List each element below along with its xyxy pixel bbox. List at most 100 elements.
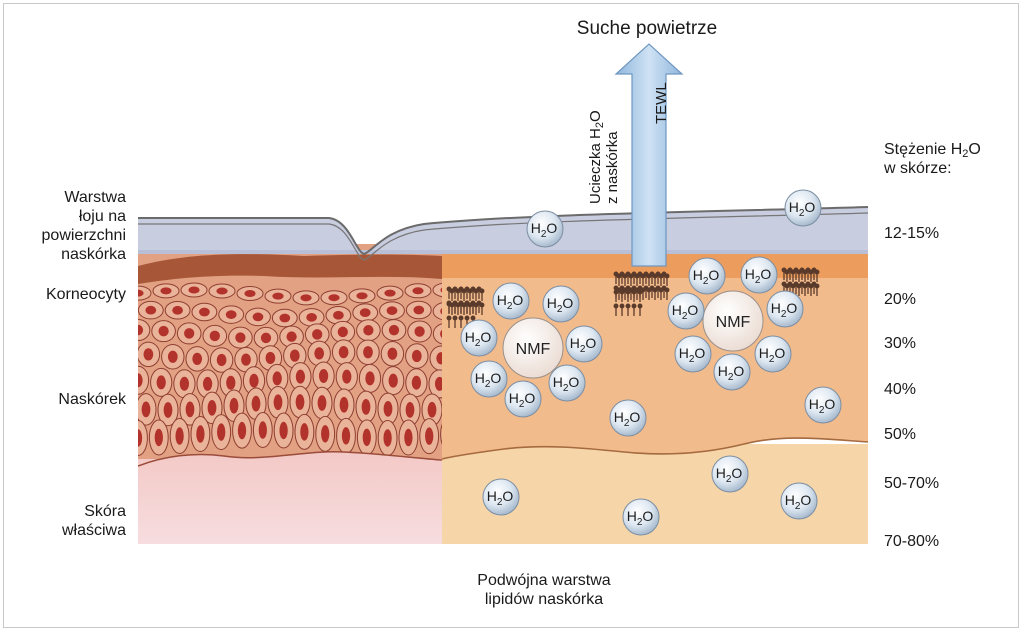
- lipid-bilayer: [446, 267, 820, 328]
- lipid-head: [464, 301, 470, 307]
- water-molecule-label: H2O: [672, 302, 699, 322]
- epidermal-cell: [432, 282, 442, 298]
- water-molecule-circle: [460, 319, 498, 357]
- cell-nucleus: [289, 349, 300, 362]
- cell-nucleus: [328, 294, 340, 302]
- cell-nucleus: [244, 289, 256, 297]
- concentration-value: 70-80%: [884, 533, 940, 550]
- cell-nucleus: [185, 401, 195, 418]
- water-molecule-circle: [667, 292, 705, 330]
- lipid-head: [619, 289, 625, 295]
- nmf-circle: [502, 317, 564, 379]
- water-molecule-circle: [711, 455, 749, 493]
- water-molecule-circle: [622, 498, 660, 536]
- cell-nucleus: [359, 308, 371, 317]
- cell-nucleus: [362, 428, 371, 447]
- cell-nucleus: [361, 399, 371, 415]
- lipid-head: [458, 315, 464, 321]
- water-molecule-circle: [766, 290, 804, 328]
- cell-nucleus: [411, 349, 422, 363]
- cell-nucleus: [237, 421, 247, 440]
- epidermal-cell: [138, 285, 152, 301]
- cell-nucleus: [229, 397, 239, 414]
- cell-nucleus: [184, 328, 195, 339]
- cell-nucleus: [317, 395, 327, 411]
- cell-nucleus: [363, 346, 373, 359]
- water-molecule-label: H2O: [679, 345, 706, 365]
- cell-nucleus: [217, 423, 226, 441]
- lipid-head: [814, 283, 820, 289]
- lipid-head: [479, 288, 485, 294]
- epidermal-cell: [432, 323, 442, 345]
- cell-nucleus: [338, 346, 349, 359]
- cell-nucleus: [252, 312, 264, 322]
- water-molecule-circle: [804, 386, 842, 424]
- lipid-head: [452, 315, 458, 321]
- cell-nucleus: [273, 394, 283, 411]
- water-molecule-circle: [754, 335, 792, 373]
- lipid-head: [619, 303, 625, 309]
- cell-nucleus: [341, 427, 351, 445]
- cell-nucleus: [138, 324, 144, 336]
- cell-nucleus: [383, 429, 392, 447]
- cell-nucleus: [188, 286, 200, 294]
- cell-nucleus: [411, 375, 422, 390]
- water-molecule-circle: [504, 380, 542, 418]
- concentration-value: 12-15%: [884, 225, 940, 242]
- water-molecule-circle: [780, 482, 818, 520]
- cell-nucleus: [318, 369, 329, 384]
- cell-nucleus: [440, 307, 442, 315]
- water-molecule-circle: [492, 282, 530, 320]
- water-molecule-circle: [609, 399, 647, 437]
- water-molecule-label: H2O: [693, 267, 720, 287]
- water-molecule-label: H2O: [553, 374, 580, 394]
- cell-nucleus: [265, 351, 276, 365]
- water-molecule-label: H2O: [531, 220, 558, 240]
- water-molecule-label: H2O: [570, 335, 597, 355]
- cell-nucleus: [163, 402, 173, 418]
- cell-nucleus: [286, 331, 297, 342]
- cell-nucleus: [295, 369, 306, 384]
- cell-nucleus: [337, 326, 348, 338]
- cell-nucleus: [363, 325, 374, 336]
- concentration-value: 40%: [884, 381, 917, 398]
- water-molecule-circle: [740, 256, 778, 294]
- cell-nucleus: [414, 326, 425, 337]
- skin-surface-line: [138, 206, 869, 256]
- cell-nucleus: [119, 307, 130, 316]
- concentration-value: 50-70%: [884, 475, 940, 492]
- cell-nucleus: [156, 375, 166, 390]
- nmf-label: NMF: [716, 314, 751, 331]
- cell-nucleus: [321, 425, 330, 443]
- cell-nucleus: [404, 428, 413, 447]
- cell-nucleus: [138, 289, 144, 297]
- lipid-head: [613, 303, 619, 309]
- concentration-value: 50%: [884, 426, 917, 443]
- cell-nucleus: [386, 306, 398, 315]
- lipid-head: [631, 303, 637, 309]
- water-molecule-label: H2O: [465, 329, 492, 349]
- cell-nucleus: [272, 292, 284, 300]
- dermis-label: Skóra właściwa: [61, 503, 126, 539]
- lipid-head: [631, 289, 637, 295]
- nmf-label: NMF: [516, 341, 551, 358]
- cell-nucleus: [207, 399, 217, 416]
- water-molecule-label: H2O: [716, 465, 743, 485]
- cell-nucleus: [300, 423, 309, 441]
- lipid-head: [446, 301, 452, 307]
- cell-nucleus: [405, 402, 415, 418]
- water-molecule-label: H2O: [497, 292, 524, 312]
- lipid-head: [470, 301, 476, 307]
- cell-nucleus: [413, 305, 425, 315]
- water-molecule-circle: [548, 364, 586, 402]
- water-molecule-label: H2O: [509, 390, 536, 410]
- water-concentration-header: Stężenie H2O w skórze:: [884, 141, 981, 177]
- cell-nucleus: [436, 352, 442, 365]
- lipid-head: [664, 273, 670, 279]
- water-molecule-label: H2O: [627, 508, 654, 528]
- water-molecule-circle: [688, 257, 726, 295]
- water-molecule-circle: [565, 325, 603, 363]
- cell-nucleus: [383, 400, 393, 417]
